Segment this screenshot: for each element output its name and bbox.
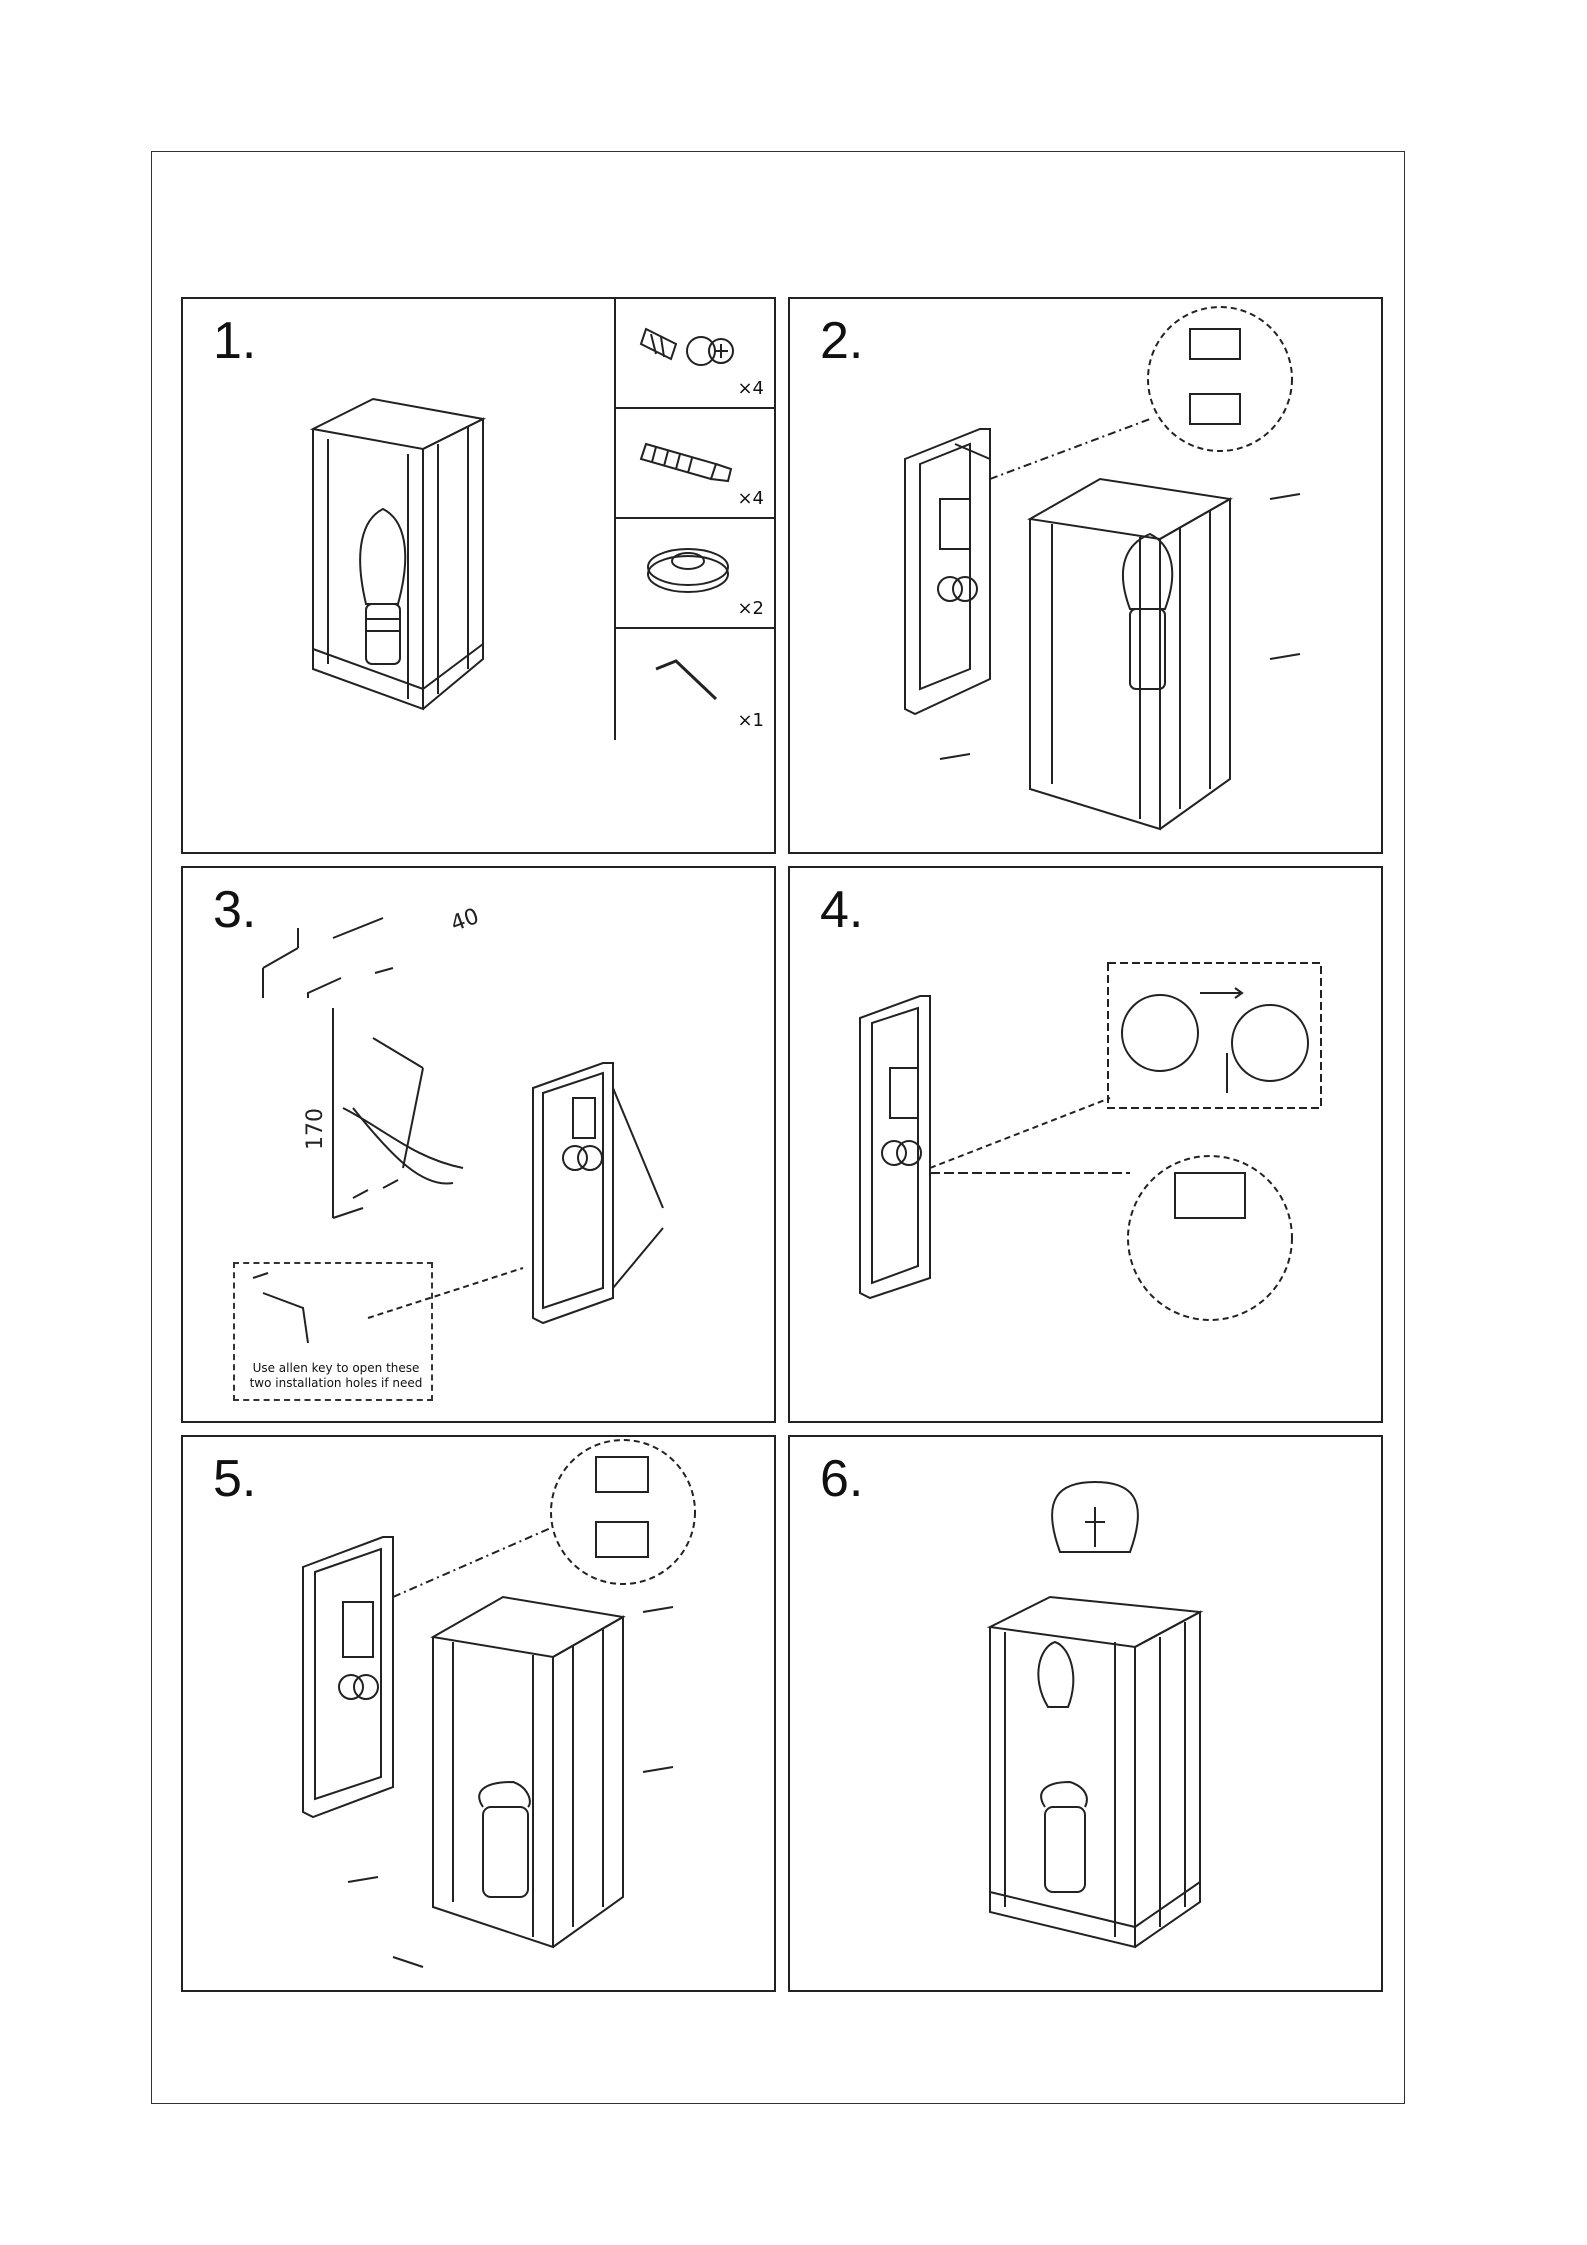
allen-key-note-box: Use allen key to open these two installa… bbox=[233, 1262, 433, 1401]
part-wall-plug: ×4 bbox=[616, 409, 774, 519]
part-qty: ×2 bbox=[737, 598, 764, 619]
part-qty: ×1 bbox=[737, 710, 764, 731]
step-3-panel: 3. 40 170 Use allen key to open these tw… bbox=[181, 866, 776, 1423]
dimension-170: 170 bbox=[303, 1108, 328, 1150]
step-6-panel: 6. bbox=[788, 1435, 1383, 1992]
step-2-panel: 2. bbox=[788, 297, 1383, 854]
finished-lantern-illustration bbox=[790, 1437, 1383, 1992]
part-qty: ×4 bbox=[737, 378, 764, 399]
fixture-assembly-illustration bbox=[183, 1437, 776, 1992]
parts-list: ×4 ×4 ×2 bbox=[614, 299, 774, 740]
mounting-plate-illustration bbox=[790, 299, 1383, 854]
wiring-illustration bbox=[790, 868, 1383, 1423]
part-allen-key: ×1 bbox=[616, 629, 774, 739]
part-grommet: ×2 bbox=[616, 519, 774, 629]
step-4-panel: 4. bbox=[788, 866, 1383, 1423]
step-5-panel: 5. bbox=[181, 1435, 776, 1992]
part-qty: ×4 bbox=[737, 488, 764, 509]
allen-key-note: Use allen key to open these two installa… bbox=[241, 1361, 431, 1391]
step-1-panel: 1. ×4 bbox=[181, 297, 776, 854]
part-screw: ×4 bbox=[616, 299, 774, 409]
